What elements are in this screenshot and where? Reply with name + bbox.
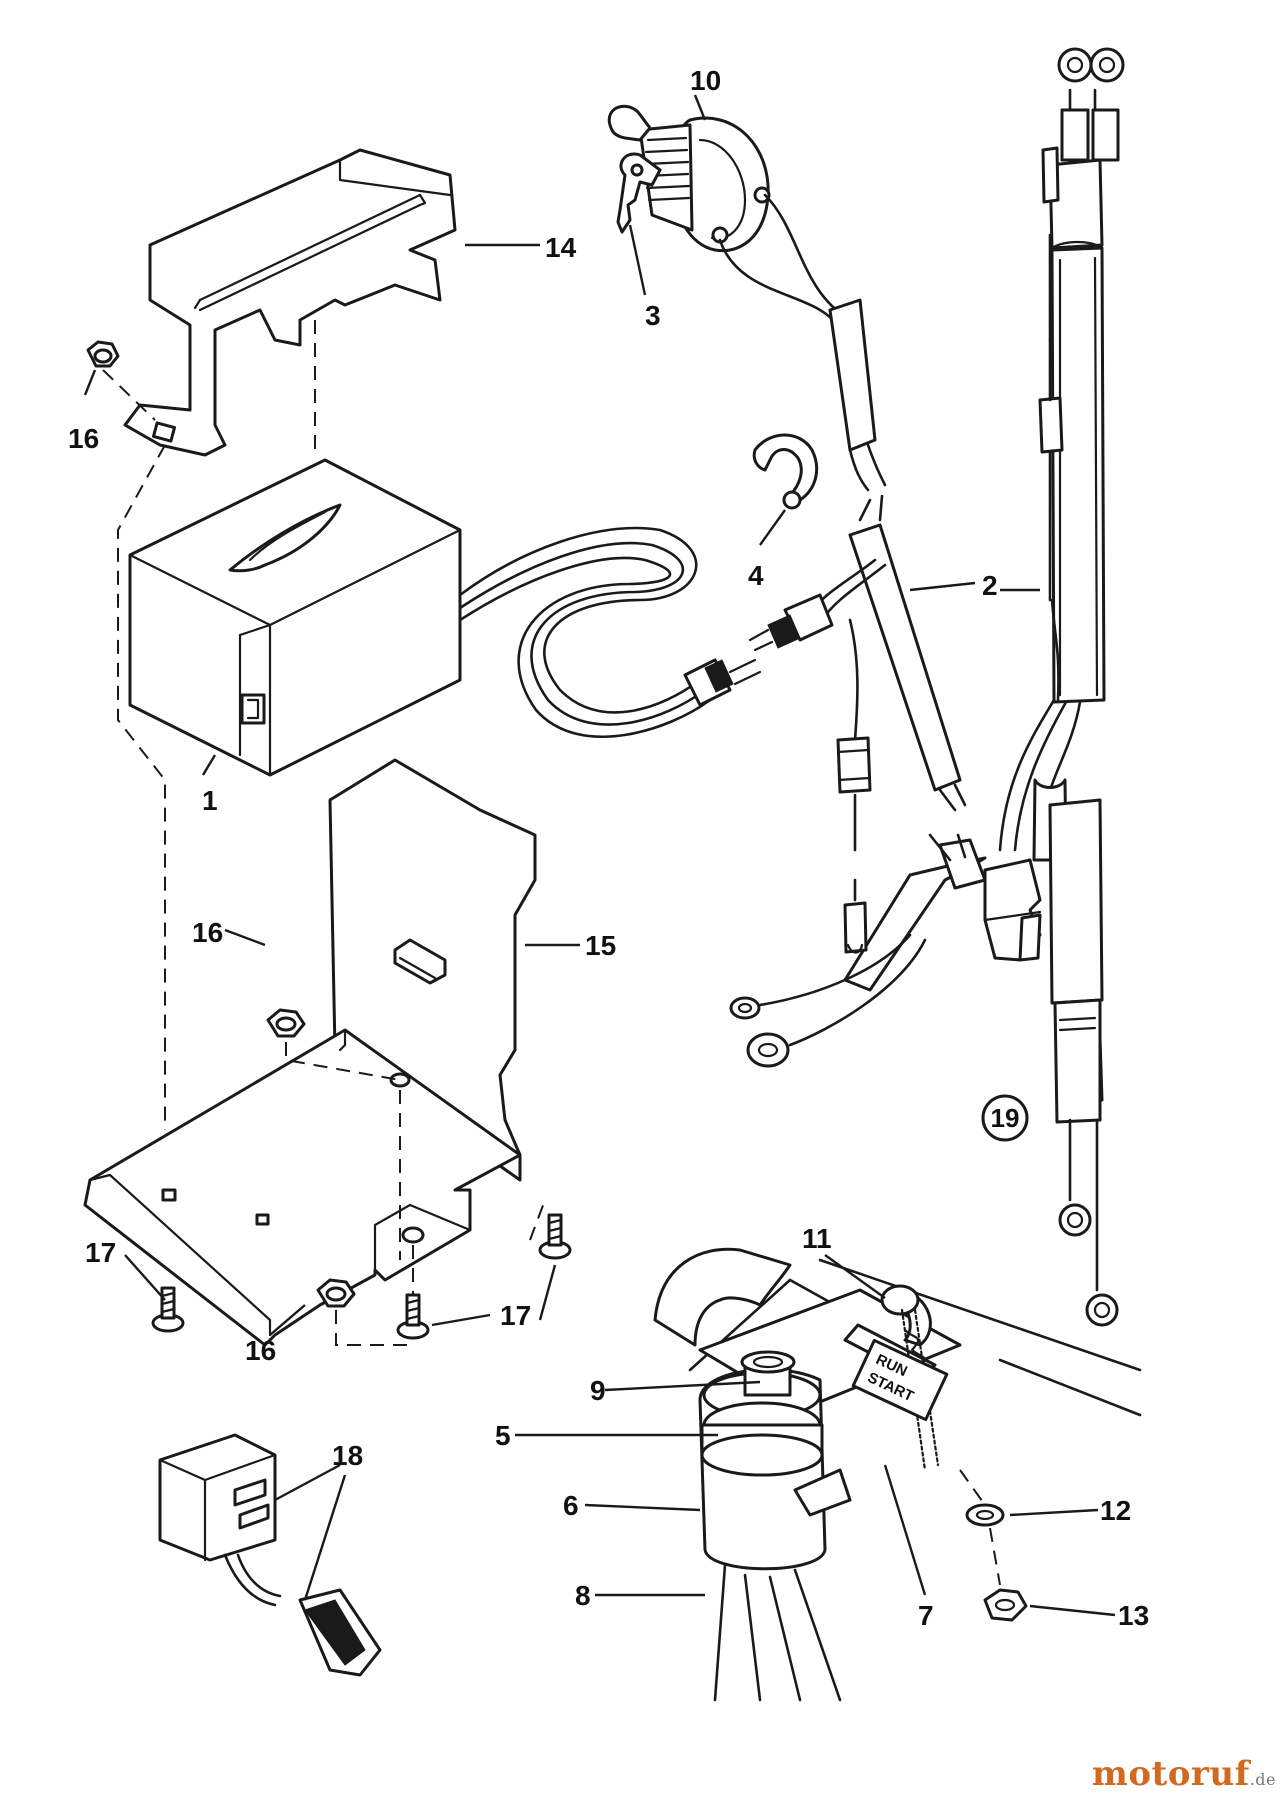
callout-16-middle: 16 (192, 917, 223, 948)
callout-17-left: 17 (85, 1237, 116, 1268)
cable-clip (752, 433, 819, 510)
callout-10: 10 (690, 65, 721, 96)
callout-15: 15 (585, 930, 616, 961)
ignition-key (607, 104, 662, 234)
callout-13: 13 (1118, 1600, 1149, 1631)
callout-3: 3 (645, 300, 661, 331)
callout-6: 6 (563, 1490, 579, 1521)
callout-17-right: 17 (500, 1300, 531, 1331)
key-switch (638, 116, 771, 253)
flange-nut-middle (266, 1008, 306, 1038)
battery-charger (158, 1433, 382, 1677)
screw-center (396, 1293, 430, 1340)
callout-2: 2 (982, 570, 998, 601)
lock-washer (965, 1503, 1005, 1527)
switch-harness (718, 193, 987, 1068)
callout-labels: 10 14 3 16 4 2 1 16 15 17 17 16 18 11 9 … (68, 65, 1149, 1631)
callout-5: 5 (495, 1420, 511, 1451)
circled-callout-19: 19 (981, 1094, 1029, 1142)
callout-14: 14 (545, 232, 577, 263)
run-start-decal: RUN START (851, 1338, 949, 1422)
callout-8: 8 (575, 1580, 591, 1611)
main-harness (983, 47, 1125, 1327)
hex-nut (983, 1588, 1028, 1622)
screw-right (538, 1213, 572, 1260)
callout-7: 7 (918, 1600, 934, 1631)
callout-11: 11 (802, 1223, 832, 1254)
callout-19: 19 (991, 1103, 1020, 1133)
top-bracket (123, 148, 457, 457)
leader-lines (83, 94, 1116, 1617)
callout-12: 12 (1100, 1495, 1131, 1526)
screw-left (151, 1286, 185, 1333)
control-module (128, 458, 462, 777)
callout-16-bottom: 16 (245, 1335, 276, 1366)
callout-16-top: 16 (68, 423, 99, 454)
watermark-tld: .de (1249, 1770, 1276, 1789)
callout-4: 4 (748, 560, 764, 591)
watermark-name: motoruf (1091, 1754, 1250, 1794)
control-cable (458, 526, 762, 739)
callout-18: 18 (332, 1440, 363, 1471)
handle-assembly: RUN START (653, 1247, 1142, 1702)
flange-nut-top (86, 340, 120, 368)
callout-9: 9 (590, 1375, 606, 1406)
watermark: motoruf.de (1092, 1754, 1276, 1794)
base-tray (83, 1028, 522, 1347)
flange-nut-bottom (316, 1278, 356, 1308)
callout-1: 1 (202, 785, 218, 816)
